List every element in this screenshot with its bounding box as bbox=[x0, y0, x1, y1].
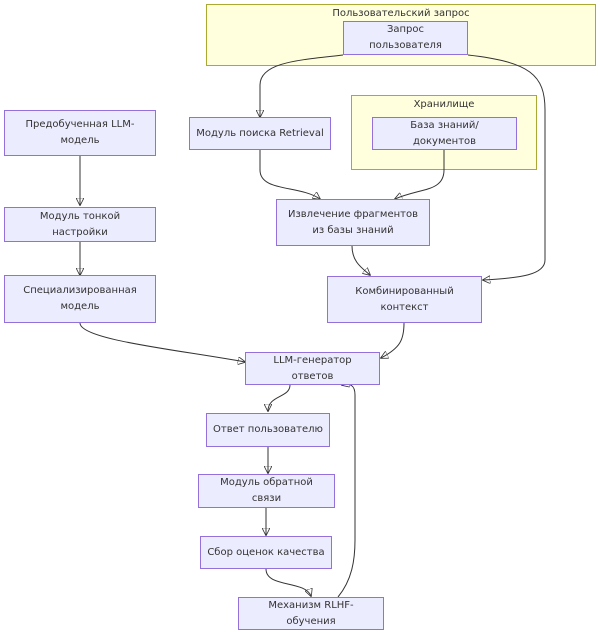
edge-combined-to-generator bbox=[381, 322, 405, 358]
edge-generator-to-answer bbox=[268, 384, 291, 411]
cluster-storage-title: Хранилище bbox=[413, 99, 475, 110]
node-quality-collection: Сбор оценок качества bbox=[200, 536, 332, 569]
cluster-user-request-title: Пользовательский запрос bbox=[332, 8, 470, 19]
edge-retrieval-to-extraction bbox=[259, 150, 320, 199]
node-user-answer: Ответ пользователю bbox=[206, 413, 330, 447]
node-retrieval-module: Модуль поиска Retrieval bbox=[189, 117, 331, 150]
node-fine-tuning: Модуль тонкой настройки bbox=[4, 207, 156, 242]
edge-specialized-to-generator bbox=[79, 322, 245, 362]
node-user-query: Запрос пользователя bbox=[343, 21, 468, 55]
node-llm-generator: LLM-генератор ответов bbox=[245, 352, 380, 385]
node-rlhf: Механизм RLHF-обучения bbox=[238, 597, 384, 630]
node-combined-context: Комбинированный контекст bbox=[327, 276, 482, 323]
edge-rlhf-to-generator bbox=[337, 384, 356, 598]
node-feedback-module: Модуль обратной связи bbox=[198, 474, 335, 508]
node-specialized-model: Специализированная модель bbox=[4, 275, 156, 323]
node-knowledge-base: База знаний/документов bbox=[372, 117, 517, 150]
edge-quality-to-rlhf bbox=[265, 568, 311, 596]
edge-extraction-to-combined bbox=[351, 245, 370, 275]
node-pretrained-llm: Предобученная LLM- модель bbox=[4, 110, 156, 156]
node-fragment-extraction: Извлечение фрагментов из базы знаний bbox=[276, 199, 430, 246]
